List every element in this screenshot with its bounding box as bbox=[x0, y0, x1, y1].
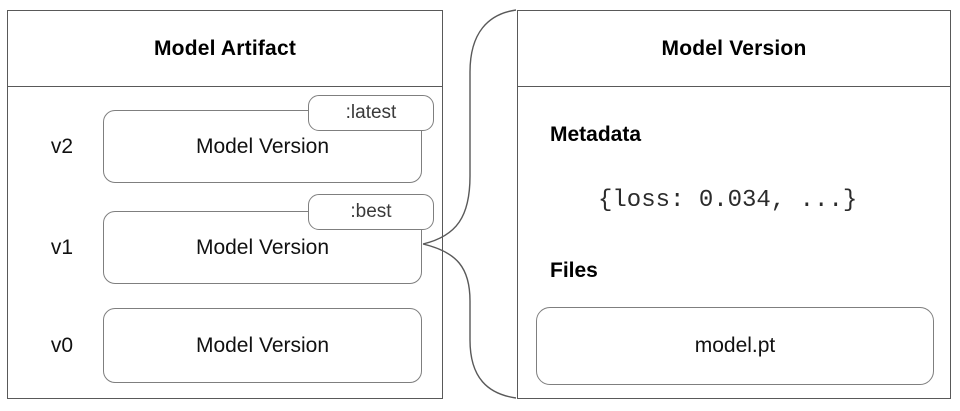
metadata-value: {loss: 0.034, ...} bbox=[598, 187, 858, 214]
version-box-v0: Model Version bbox=[103, 308, 422, 383]
file-box-model-pt: model.pt bbox=[536, 307, 934, 385]
version-index-label-v0: v0 bbox=[50, 333, 74, 357]
metadata-heading: Metadata bbox=[550, 123, 642, 146]
alias-tag-best: :best bbox=[308, 194, 434, 230]
model-version-panel: Model Version Metadata {loss: 0.034, ...… bbox=[517, 10, 951, 399]
alias-tag-latest: :latest bbox=[308, 95, 434, 131]
files-heading: Files bbox=[550, 259, 598, 282]
version-index-label-v2: v2 bbox=[50, 134, 74, 158]
model-version-title: Model Version bbox=[518, 11, 950, 87]
model-artifact-title: Model Artifact bbox=[8, 11, 442, 87]
version-index-label-v1: v1 bbox=[50, 235, 74, 259]
